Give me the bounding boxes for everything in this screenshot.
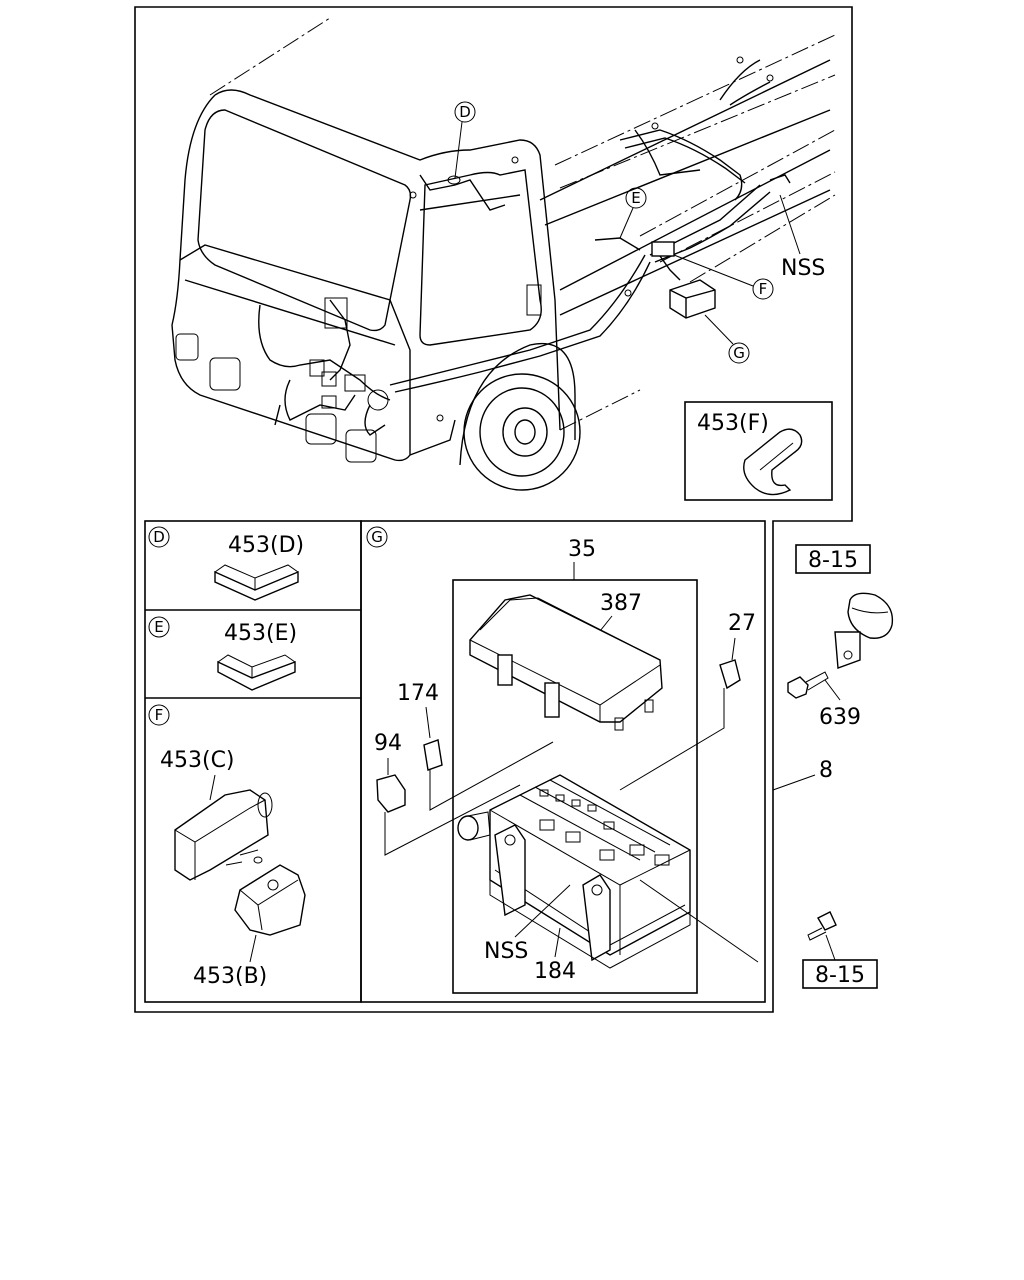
ref-8-15-bottom-label: 8-15 [815,963,865,988]
ref-8-15-bottom: 8-15 [802,911,878,989]
part-8-label: 8 [819,758,833,783]
part-174-label: 174 [397,681,439,706]
circle-e-panel-label: E [154,618,163,636]
inset-453F: 453(F) [684,401,833,501]
part-35-label: 35 [568,537,596,562]
part-94-label: 94 [374,731,402,756]
circle-d-label: D [459,103,471,121]
circle-g-label: G [733,344,745,362]
part-27-label: 27 [728,611,756,636]
section-F: F 453(C) 453(B) [148,704,306,989]
section-E: E 453(E) [148,616,297,691]
callout-nss-top: NSS [779,194,825,281]
part-453c-label: 453(C) [160,748,235,773]
callout-D: D [454,101,476,179]
fuse-grid [519,779,671,866]
part-387-label: 387 [600,591,642,616]
circle-g-panel-label: G [371,528,383,546]
circle-f-label: F [759,280,768,298]
nss-bottom-label: NSS [484,939,528,964]
section-D: D 453(D) [148,526,304,601]
part-184-label: 184 [534,959,576,984]
ref-8-15-top-label: 8-15 [808,548,858,573]
part-8: 8 [772,758,833,791]
ref-8-15-top: 8-15 639 [787,544,894,730]
part-639-label: 639 [819,705,861,730]
callout-F: F [673,254,774,300]
callout-G: G [704,314,750,364]
nss-top-label: NSS [781,256,825,281]
part-453b-label: 453(B) [193,964,267,989]
part-453e-label: 453(E) [224,621,297,646]
panel-G: G 35 387 27 174 94 [360,520,766,1003]
part-453f-label: 453(F) [697,411,769,436]
main-frame [134,6,853,1013]
callout-E: E [619,187,647,239]
circle-f-panel-label: F [155,706,164,724]
circle-d-panel-label: D [153,528,165,546]
truck-illustration [171,17,836,491]
part-453d-label: 453(D) [228,533,304,558]
circle-e-label: E [631,189,640,207]
